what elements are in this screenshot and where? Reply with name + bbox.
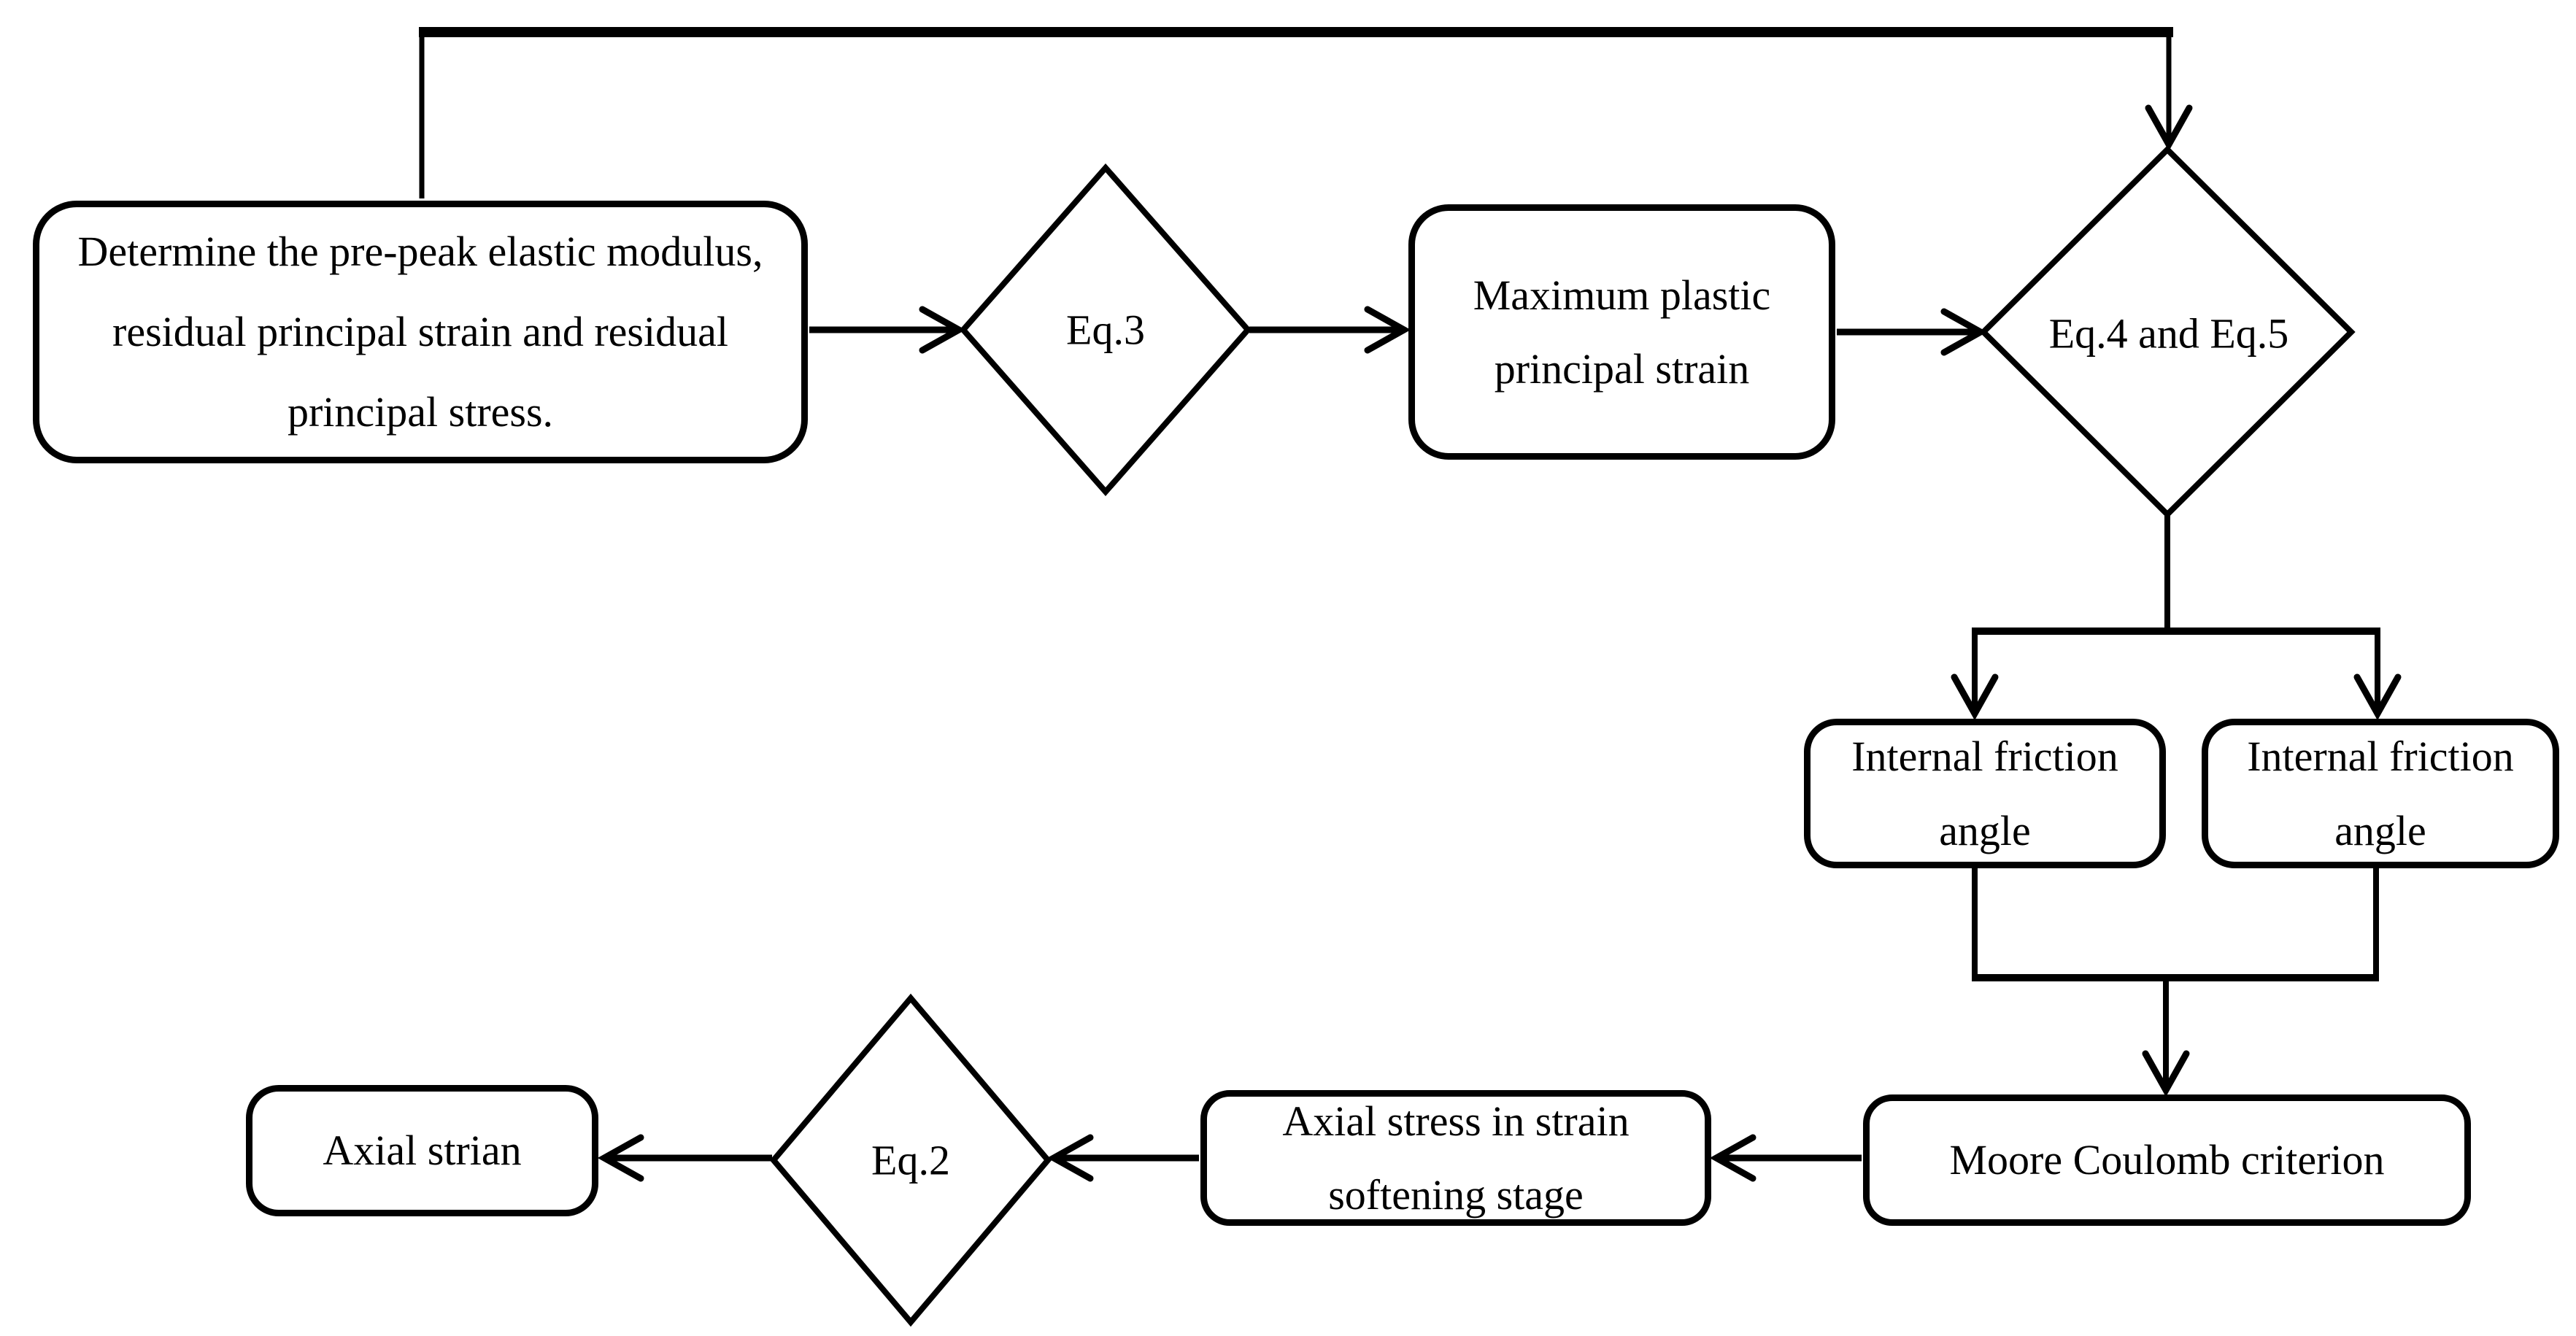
node-determine: Determine the pre-peak elastic modulus, …: [33, 201, 808, 463]
eq3-label: Eq.3: [1066, 306, 1145, 354]
eq4-eq5-diamond: [1979, 145, 2356, 519]
node-max-plastic: Maximum plastic principal strain: [1408, 204, 1835, 460]
eq2-label: Eq.2: [871, 1136, 950, 1184]
node-internal-friction-right: Internal friction angle: [2202, 719, 2559, 868]
node-axial-strain: Axial strian: [246, 1085, 598, 1216]
eq2-diamond: [769, 993, 1052, 1327]
eq4-eq5-label: Eq.4 and Eq.5: [2048, 309, 2289, 358]
node-axial-stress: Axial stress in strain softening stage: [1200, 1090, 1711, 1226]
node-moore-coulomb: Moore Coulomb criterion: [1863, 1094, 2471, 1226]
eq3-diamond: [959, 163, 1252, 497]
node-internal-friction-left: Internal friction angle: [1804, 719, 2166, 868]
